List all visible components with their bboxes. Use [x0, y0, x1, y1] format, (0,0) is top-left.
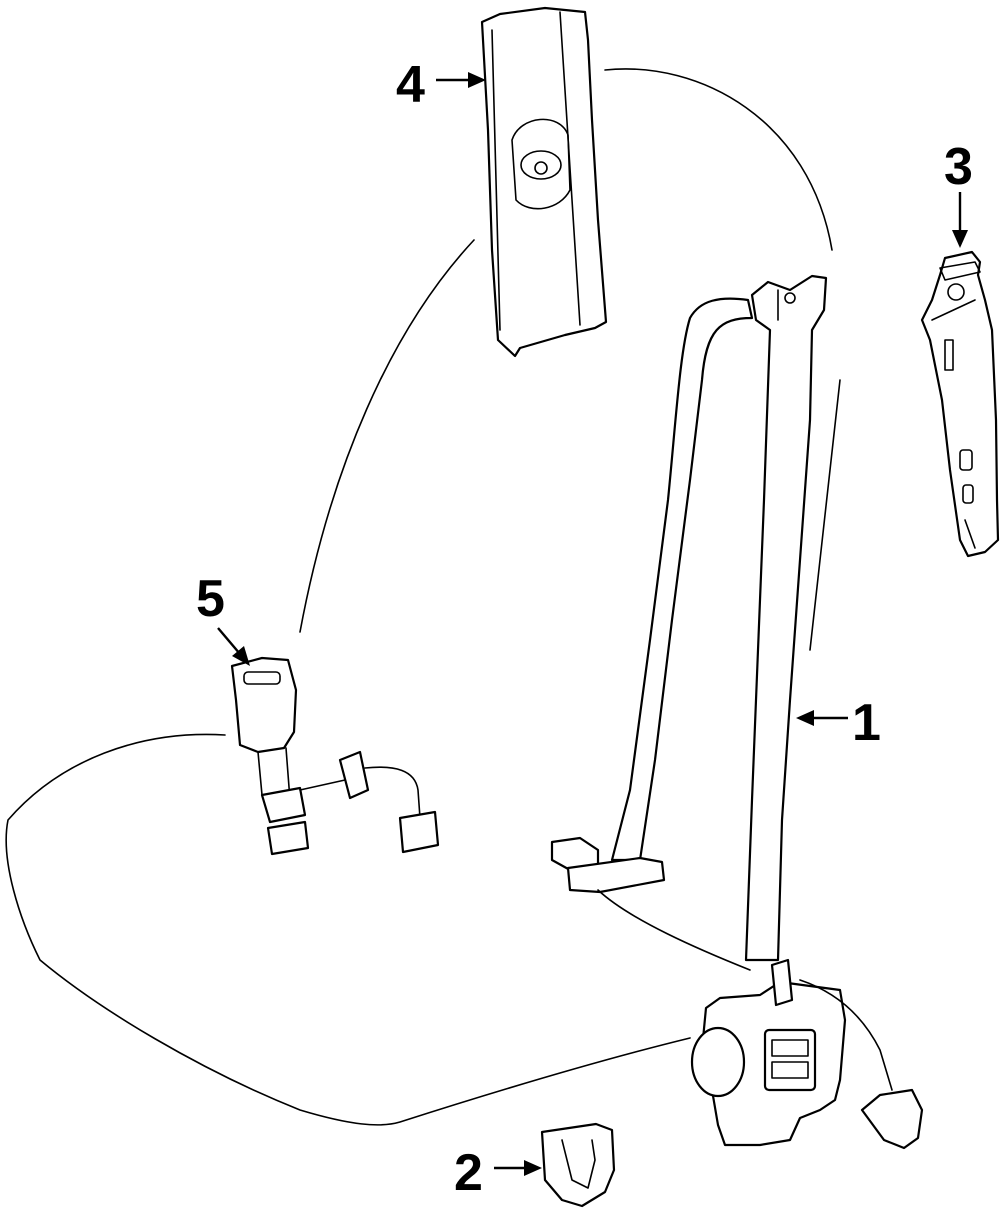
pillar-trim-part-4: [480, 6, 608, 358]
leader-line-4: [436, 72, 486, 88]
callout-label-5: 5: [196, 570, 225, 628]
seat-outline: [5, 68, 841, 1126]
callout-label-1: 1: [852, 694, 881, 752]
callout-label-2: 2: [454, 1144, 483, 1202]
leader-line-1: [796, 710, 848, 726]
leader-line-5: [217, 627, 250, 666]
buckle-part-5: [230, 656, 440, 856]
bolt-cover-part-2: [540, 1122, 616, 1208]
seat-belt-assembly-part-1: [550, 274, 924, 1150]
leader-line-3: [952, 192, 968, 248]
leader-line-2: [494, 1160, 542, 1176]
callout-label-3: 3: [944, 138, 973, 196]
height-adjuster-part-3: [920, 250, 1000, 558]
callout-label-4: 4: [396, 56, 425, 114]
